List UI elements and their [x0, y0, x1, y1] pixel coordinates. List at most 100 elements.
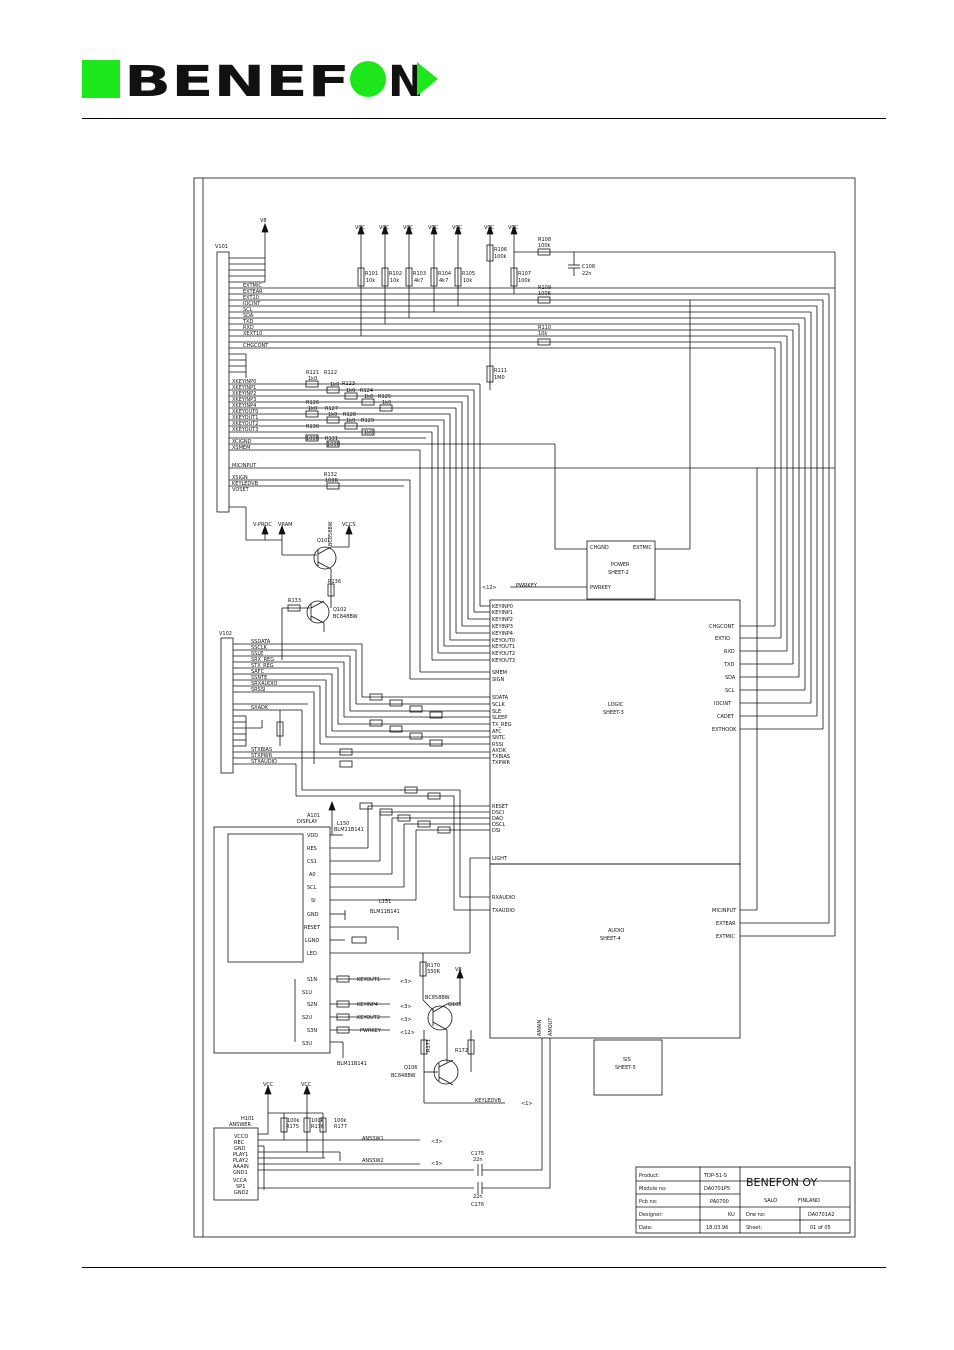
footer-rule: [82, 1267, 886, 1268]
logo-green-arrow: [417, 62, 438, 96]
svg-text:100R: 100R: [306, 436, 320, 442]
svg-text:ANSWER: ANSWER: [229, 1122, 251, 1128]
svg-text:VCC: VCC: [301, 1082, 312, 1088]
svg-text:V-PROC: V-PROC: [253, 522, 272, 528]
svg-text:R171: R171: [426, 1039, 432, 1052]
vcc-arrows: [261, 222, 518, 1095]
svg-text:R104: R104: [438, 271, 451, 277]
svg-text:R107: R107: [518, 271, 531, 277]
sis-block: [593, 1039, 663, 1096]
svg-text:S2N: S2N: [307, 1002, 317, 1008]
svg-text:R172: R172: [455, 1048, 468, 1054]
svg-text:SCL: SCL: [243, 307, 253, 313]
svg-text:1k0: 1k0: [346, 388, 355, 394]
v101-bus: [229, 230, 835, 555]
svg-text:AMAIN: AMAIN: [537, 1019, 543, 1036]
svg-text:RXD: RXD: [243, 325, 254, 331]
svg-text:KEYINP2: KEYINP2: [492, 617, 513, 623]
svg-text:STXBIAS: STXBIAS: [251, 747, 272, 753]
svg-text:BC858BW: BC858BW: [425, 995, 450, 1001]
svg-text:SCL: SCL: [725, 688, 735, 694]
svg-text:1k0: 1k0: [364, 430, 373, 436]
svg-text:TXPWR: TXPWR: [491, 760, 510, 766]
connector-v101: [216, 251, 230, 513]
svg-text:SI: SI: [311, 898, 316, 904]
svg-text:REC: REC: [234, 1140, 245, 1146]
svg-text:RESET: RESET: [492, 804, 509, 810]
svg-text:<12>: <12>: [400, 1030, 415, 1036]
svg-text:1k0: 1k0: [330, 382, 339, 388]
answer-labels: H101 ANSWER VCCO REC GND PLAY1 PLAY2 AAA…: [229, 1116, 484, 1208]
svg-text:R130: R130: [306, 424, 319, 430]
svg-text:XKEYOUT1: XKEYOUT1: [232, 415, 258, 421]
svg-text:Product:: Product:: [639, 1173, 660, 1179]
svg-text:BLM11B141: BLM11B141: [370, 909, 400, 915]
svg-text:RXAUDIO: RXAUDIO: [492, 895, 515, 901]
v102-signal-labels: SSDATA SSCLK SSLE SRX_REG STX_REG SAFC S…: [251, 639, 277, 765]
svg-text:PLAY1: PLAY1: [233, 1152, 248, 1158]
v102-bus: [233, 643, 490, 911]
svg-text:KEYLEDVB: KEYLEDVB: [475, 1098, 502, 1104]
svg-text:R128: R128: [343, 412, 356, 418]
answer-nets: [258, 1038, 551, 1194]
svg-text:GND: GND: [307, 912, 319, 918]
c108-value: 22n: [582, 271, 592, 277]
svg-text:IOCINT: IOCINT: [714, 701, 732, 707]
svg-text:SHEET-5: SHEET-5: [615, 1065, 636, 1071]
svg-text:Date:: Date:: [639, 1225, 653, 1231]
power-block-labels: POWER SHEET-2 CHGND PWRKEY EXTMIC <12> P…: [482, 545, 652, 591]
svg-text:PA0700: PA0700: [710, 1199, 729, 1205]
svg-text:RXD: RXD: [724, 649, 735, 655]
svg-text:SDATA: SDATA: [492, 695, 509, 701]
svg-text:100R: 100R: [327, 442, 341, 448]
svg-text:VCCA: VCCA: [233, 1178, 247, 1184]
svg-text:VCC: VCC: [508, 225, 519, 231]
svg-text:R123: R123: [342, 381, 355, 387]
svg-text:Drw no:: Drw no:: [746, 1212, 766, 1218]
svg-text:1M0: 1M0: [494, 375, 505, 381]
svg-text:Q105: Q105: [448, 1002, 461, 1008]
svg-text:R136: R136: [328, 579, 341, 585]
svg-text:R111: R111: [494, 368, 507, 374]
keyout-labels: KEYOUT1 KEYINP4 KEYOUT2 PWRKEY <3> <3> <…: [357, 963, 533, 1107]
svg-text:V8: V8: [455, 967, 462, 973]
svg-text:CS1: CS1: [307, 859, 317, 865]
svg-text:TDP-51-S: TDP-51-S: [703, 1173, 727, 1179]
v102-label: V102: [219, 631, 232, 637]
svg-text:R110: R110: [538, 325, 551, 331]
svg-text:MICINPUT: MICINPUT: [232, 463, 257, 469]
svg-text:R127: R127: [325, 406, 338, 412]
svg-text:A101: A101: [307, 813, 320, 819]
svg-text:CHGCONT: CHGCONT: [709, 624, 735, 630]
svg-text:CHGCONT: CHGCONT: [243, 343, 269, 349]
svg-text:SRX_REG: SRX_REG: [251, 657, 274, 663]
svg-text:<3>: <3>: [431, 1139, 443, 1145]
svg-text:BC858BW: BC858BW: [328, 521, 334, 546]
svg-text:100k: 100k: [494, 254, 507, 260]
svg-text:EXTMIC: EXTMIC: [716, 934, 735, 940]
svg-text:Q101: Q101: [317, 538, 330, 544]
svg-text:PLAY2: PLAY2: [233, 1158, 248, 1164]
svg-text:KEYINP1: KEYINP1: [492, 610, 513, 616]
svg-text:1k0: 1k0: [308, 406, 317, 412]
svg-text:XKEYINP1: XKEYINP1: [232, 385, 256, 391]
audio-block-labels: AUDIO SHEET-4 RXAUDIO TXAUDIO MICINPUT E…: [491, 895, 737, 1071]
pullup-resistors: [357, 232, 836, 936]
svg-text:1k0: 1k0: [346, 418, 355, 424]
svg-text:R177: R177: [334, 1124, 347, 1130]
display-labels: A101 DISPLAY VDD RES CS1 A0 SCL SI GND R…: [297, 813, 400, 1067]
title-block: [635, 1166, 851, 1234]
svg-text:VRAM: VRAM: [278, 522, 292, 528]
logic-block-labels: LOGIC SHEET-3 KEYINP0 KEYINP1 KEYINP2 KE…: [491, 604, 737, 862]
svg-text:PWRKEY: PWRKEY: [360, 1028, 382, 1034]
svg-text:DSI: DSI: [492, 828, 501, 834]
display-screen: [227, 833, 304, 963]
c108-label: C108: [582, 264, 595, 270]
svg-text:SDA: SDA: [725, 675, 736, 681]
svg-text:S1N: S1N: [307, 977, 317, 983]
svg-text:AMOUT: AMOUT: [548, 1017, 554, 1036]
svg-text:KEYINP3: KEYINP3: [492, 624, 513, 630]
svg-text:LOGIC: LOGIC: [608, 702, 624, 708]
transistor-q101: [282, 530, 350, 608]
